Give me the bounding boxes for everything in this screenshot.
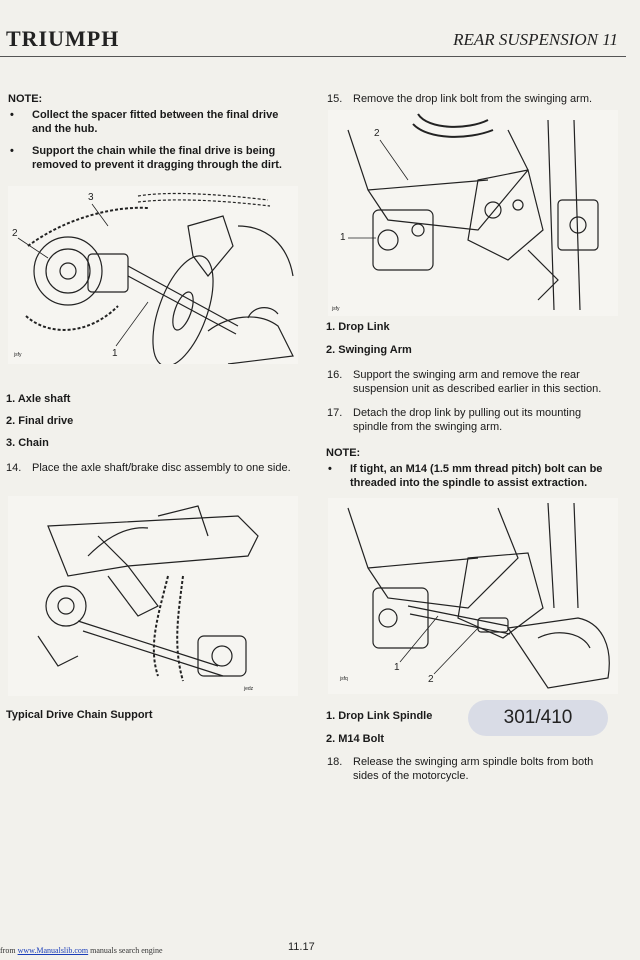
spindle-illustration: 1 2 jsfq [339, 502, 610, 689]
left-legend-1: 1. Axle shaft 2. Final drive 3. Chain [6, 392, 298, 450]
header-rule [0, 56, 626, 57]
figure-axle-removal: 3 2 1 jsfy [8, 186, 298, 364]
step-16: 16.Support the swinging arm and remove t… [327, 369, 602, 395]
legend-item: 1. Axle shaft [6, 393, 71, 405]
legend-item: 1. Drop Link Spindle [326, 710, 433, 722]
note-heading: NOTE: [326, 447, 361, 459]
step-14: 14.Place the axle shaft/brake disc assem… [6, 462, 291, 474]
right-legend-1: 1. Drop Link 2. Swinging Arm [326, 320, 618, 357]
legend-item: 2. Final drive [6, 415, 74, 427]
manualslib-link[interactable]: www.Manualslib.com [17, 946, 89, 955]
note-bullet: •Support the chain while the final drive… [10, 145, 282, 171]
figure-code: jsfy [13, 352, 22, 358]
callout-1: 1 [340, 232, 346, 243]
note-heading: NOTE: [8, 93, 43, 105]
step-17: 17.Detach the drop link by pulling out i… [327, 407, 582, 433]
left-note: NOTE: •Collect the spacer fitted between… [8, 92, 298, 172]
right-note: NOTE: •If tight, an M14 (1.5 mm thread p… [326, 446, 618, 490]
callout-3: 3 [88, 192, 94, 203]
figure-drop-link-spindle: 1 2 jsfq [328, 498, 618, 694]
drop-link-illustration: 2 1 jsfy [331, 113, 599, 312]
legend-item: 1. Drop Link [326, 321, 390, 333]
brand-logo: TRIUMPH [6, 26, 120, 51]
callout-1: 1 [394, 662, 400, 673]
legend-item: 2. M14 Bolt [326, 733, 385, 745]
step-15: 15.Remove the drop link bolt from the sw… [327, 93, 593, 105]
figure-code: jsfq [339, 676, 348, 682]
figure-drop-link: 2 1 jsfy [328, 110, 618, 316]
right-legend-2: 1. Drop Link Spindle 2. M14 Bolt [326, 709, 618, 746]
legend-item: 2. Swinging Arm [326, 344, 412, 356]
figure-code: jsfy [331, 306, 340, 312]
footer-source: from www.Manualslib.com manuals search e… [0, 946, 163, 955]
callout-2: 2 [12, 228, 18, 239]
section-title: REAR SUSPENSION 11 [453, 30, 618, 49]
note-bullet: •Collect the spacer fitted between the f… [10, 109, 279, 135]
figure-chain-support: jedz [8, 496, 298, 696]
callout-1: 1 [112, 348, 118, 359]
figure-code: jedz [243, 686, 254, 692]
note-bullet: •If tight, an M14 (1.5 mm thread pitch) … [328, 463, 603, 489]
page-number: 11.17 [288, 941, 315, 953]
step-18: 18.Release the swinging arm spindle bolt… [327, 756, 594, 782]
callout-2: 2 [374, 128, 380, 139]
legend-item: 3. Chain [6, 437, 49, 449]
page-counter-badge: 301/410 [468, 700, 608, 736]
axle-illustration: 3 2 1 jsfy [12, 192, 294, 364]
chain-support-illustration: jedz [37, 505, 259, 692]
callout-2: 2 [428, 674, 434, 685]
figure-caption: Typical Drive Chain Support [6, 709, 153, 721]
